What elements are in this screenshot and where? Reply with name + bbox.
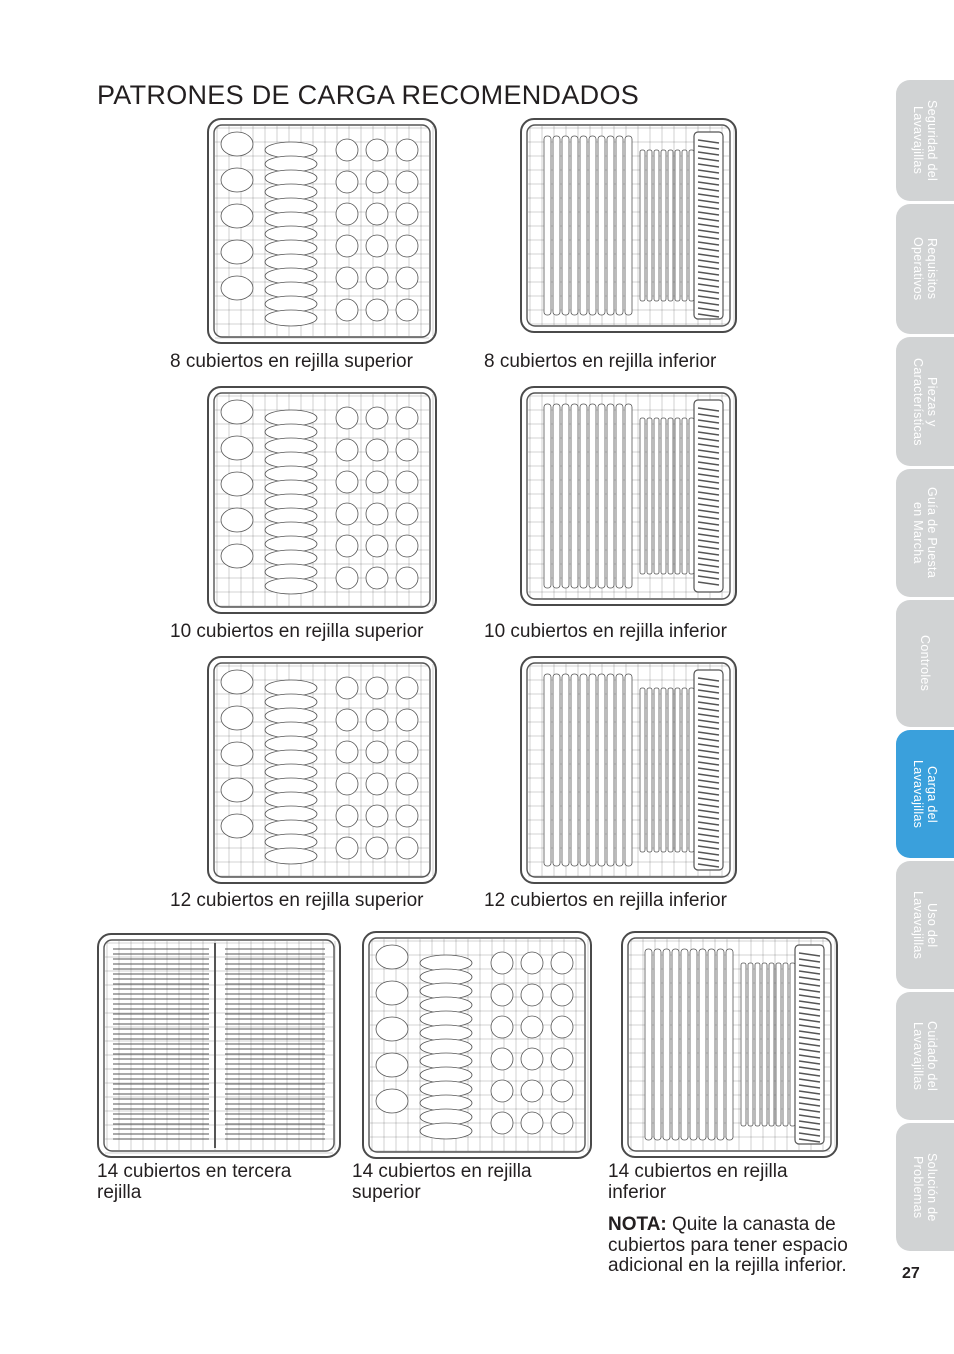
note-text: Quite la canasta de cubiertos para tener…	[608, 1214, 848, 1276]
rack-illustration-upper-10	[207, 386, 437, 614]
tab-label: Carga del Lavavajillas	[911, 759, 939, 829]
tab-label: Solución de Problemas	[911, 1152, 939, 1222]
page-title: PATRONES DE CARGA RECOMENDADOS	[97, 80, 640, 110]
caption-lower-14: 14 cubiertos en rejilla inferior	[608, 1161, 788, 1203]
rack-illustration-lower-8	[520, 118, 737, 333]
rack-drawing	[526, 662, 735, 878]
tab-label: Controles	[918, 635, 932, 692]
rack-drawing	[627, 937, 836, 1152]
tab-solucion[interactable]: Solución de Problemas	[896, 1123, 954, 1251]
tab-uso[interactable]: Uso del Lavavajillas	[896, 861, 954, 989]
rack-illustration-upper-8	[207, 118, 437, 344]
tab-label: Seguridad del Lavavajillas	[911, 99, 939, 182]
caption-lower-10: 10 cubiertos en rejilla inferior	[484, 621, 727, 642]
rack-illustration-lower-14	[621, 931, 838, 1158]
rack-illustration-upper-12	[207, 656, 437, 884]
tab-guia[interactable]: Guía de Puesta en Marcha	[896, 469, 954, 597]
rack-illustration-third-14	[97, 933, 341, 1158]
note-paragraph: NOTA: Quite la canasta de cubiertos para…	[608, 1214, 858, 1277]
rack-drawing	[213, 124, 434, 339]
tab-controles[interactable]: Controles	[896, 600, 954, 727]
tab-carga[interactable]: Carga del Lavavajillas	[896, 730, 954, 858]
rack-drawing	[103, 939, 336, 1154]
rack-illustration-upper-14	[362, 931, 592, 1159]
tab-label: Requisitos Operativos	[911, 237, 939, 301]
rack-illustration-lower-10	[520, 386, 737, 606]
page-number: 27	[902, 1265, 920, 1282]
tab-requisitos[interactable]: Requisitos Operativos	[896, 204, 954, 334]
tab-label: Guía de Puesta en Marcha	[911, 487, 939, 579]
rack-drawing	[213, 392, 434, 608]
tab-piezas[interactable]: Piezas y Características	[896, 337, 954, 466]
tab-seguridad[interactable]: Seguridad del Lavavajillas	[896, 80, 954, 201]
caption-third-14: 14 cubiertos en tercera rejilla	[97, 1161, 292, 1203]
caption-upper-8: 8 cubiertos en rejilla superior	[170, 351, 413, 372]
rack-drawing	[368, 937, 589, 1153]
rack-drawing	[526, 124, 735, 327]
tab-label: Piezas y Características	[911, 357, 939, 446]
caption-lower-12: 12 cubiertos en rejilla inferior	[484, 890, 727, 911]
tab-label: Uso del Lavavajillas	[911, 890, 939, 960]
rack-drawing	[213, 662, 434, 878]
caption-upper-10: 10 cubiertos en rejilla superior	[170, 621, 424, 642]
caption-upper-14: 14 cubiertos en rejilla superior	[352, 1161, 532, 1203]
caption-lower-8: 8 cubiertos en rejilla inferior	[484, 351, 717, 372]
rack-illustration-lower-12	[520, 656, 737, 884]
tab-label: Cuidado del Lavavajillas	[911, 1020, 939, 1092]
note-label: NOTA:	[608, 1214, 667, 1235]
caption-upper-12: 12 cubiertos en rejilla superior	[170, 890, 424, 911]
tab-cuidado[interactable]: Cuidado del Lavavajillas	[896, 992, 954, 1120]
rack-drawing	[526, 392, 735, 600]
